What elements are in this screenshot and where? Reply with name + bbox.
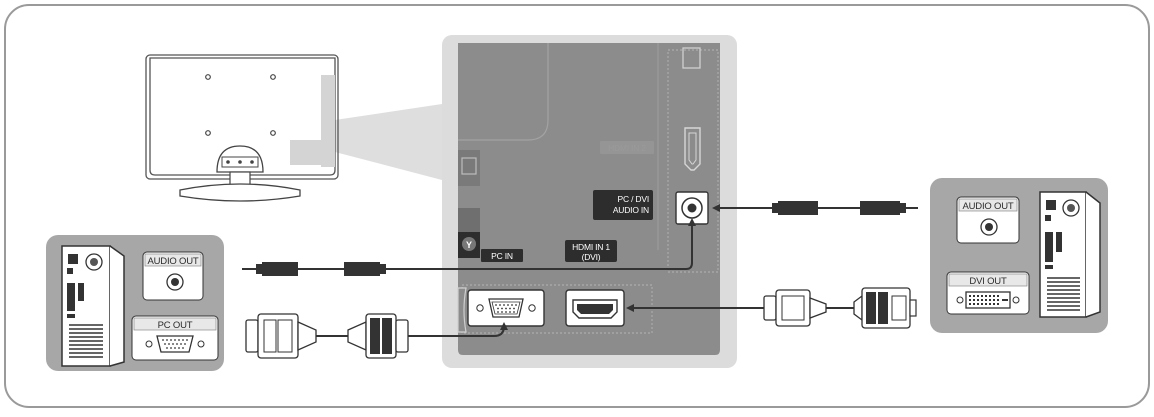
hdmi-in-1-dvi-label: HDMI IN 1 (DVI) — [565, 240, 617, 262]
svg-text:DVI OUT: DVI OUT — [969, 276, 1007, 287]
svg-text:PC / DVI: PC / DVI — [618, 194, 649, 204]
svg-text:AUDIO OUT: AUDIO OUT — [148, 256, 199, 267]
right-audio-out-box: AUDIO OUT — [956, 196, 1020, 244]
svg-text:Y: Y — [466, 240, 472, 250]
right-dvi-out-port — [956, 291, 1020, 309]
svg-text:PC OUT: PC OUT — [158, 320, 193, 331]
left-computer: AUDIO OUT PC OUT — [46, 235, 224, 371]
svg-text:HDMI IN 1: HDMI IN 1 — [572, 242, 610, 252]
svg-text:HDMI IN 2: HDMI IN 2 — [608, 143, 646, 153]
zoom-wedge — [335, 104, 442, 180]
left-pc-tower — [61, 245, 125, 367]
svg-text:AUDIO OUT: AUDIO OUT — [963, 201, 1014, 212]
pc-in-label: PC IN — [481, 249, 523, 262]
hdmi-in-2-label: HDMI IN 2 — [600, 141, 654, 154]
right-computer: AUDIO OUT DVI OUT — [930, 178, 1108, 333]
vga-cable — [245, 313, 508, 359]
right-pc-tower — [1039, 191, 1101, 318]
svg-text:AUDIO IN: AUDIO IN — [613, 205, 649, 215]
tv-back-thumbnail — [145, 54, 442, 202]
hdmi-in-1-port — [565, 289, 625, 327]
right-dvi-out-box: DVI OUT — [946, 271, 1030, 315]
right-audio-cable — [712, 201, 918, 215]
left-audio-cable — [242, 218, 696, 276]
hdmi-to-dvi-cable — [626, 287, 917, 329]
svg-text:PC IN: PC IN — [491, 251, 513, 261]
hdmi-in-2-port — [684, 127, 701, 171]
left-pc-out-vga-port — [145, 335, 205, 353]
pc-in-vga-port — [467, 289, 545, 327]
pc-dvi-audio-in-label: PC / DVI AUDIO IN — [593, 190, 653, 220]
left-pc-out-box: PC OUT — [131, 315, 219, 361]
left-audio-out-box: AUDIO OUT — [142, 251, 204, 301]
svg-text:(DVI): (DVI) — [582, 252, 601, 262]
tv-back-panel: Y HDMI IN 2 PC / DVI AUDIO IN HDMI IN 1 … — [442, 35, 737, 368]
